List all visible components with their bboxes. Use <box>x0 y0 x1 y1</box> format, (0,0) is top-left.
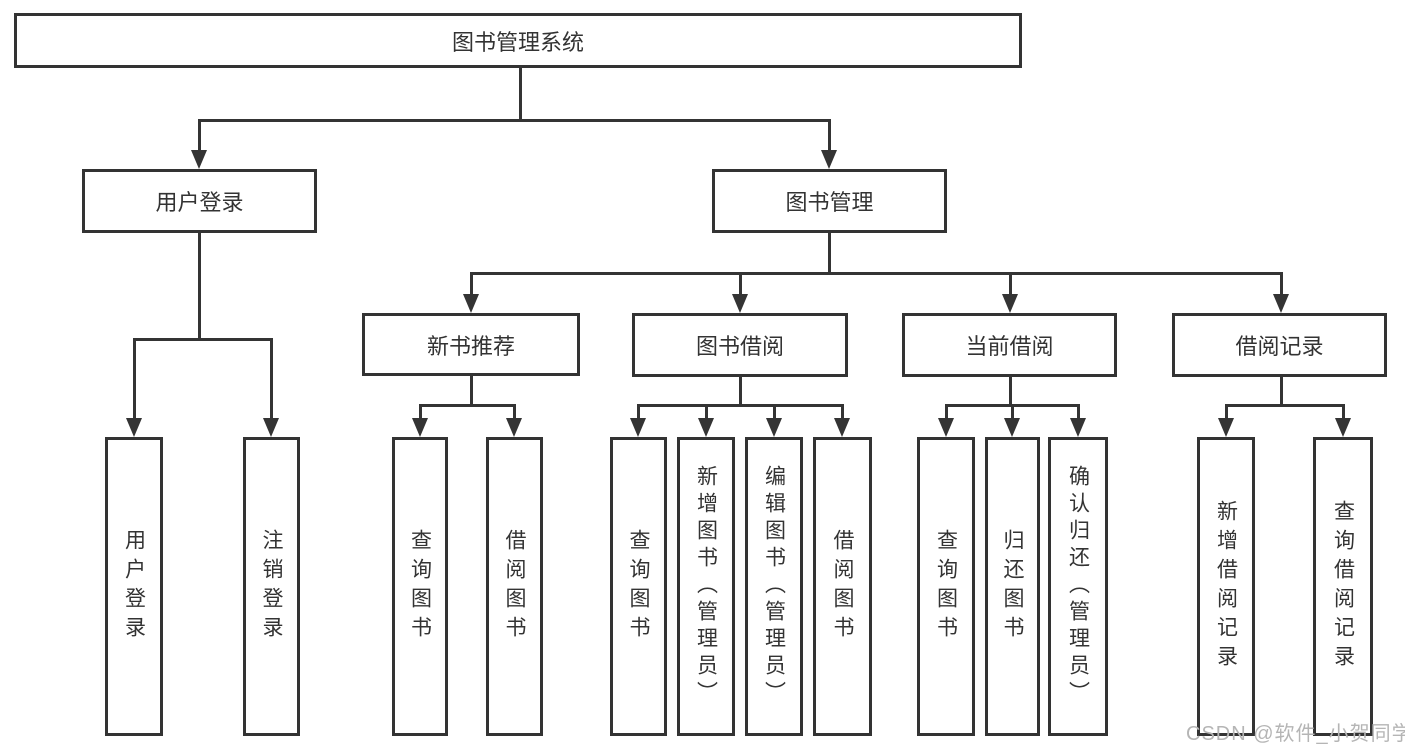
arrow-down-icon <box>412 418 428 437</box>
leaf-label: 新增借阅记录 <box>1214 499 1238 674</box>
connector-line <box>739 374 742 407</box>
leaf-label: 用户登录 <box>122 528 146 645</box>
node-user-login: 用户登录 <box>82 169 317 233</box>
connector-line <box>470 272 473 297</box>
connector-line <box>1009 272 1012 297</box>
connector-line <box>519 66 522 122</box>
node-label: 新书推荐 <box>426 333 515 359</box>
leaf-label: 借阅图书 <box>503 528 526 645</box>
node-current-borrowing: 当前借阅 <box>902 313 1117 377</box>
leaf-confirm-return-admin: 确认归还（管理员） <box>1048 437 1108 736</box>
arrow-down-icon <box>506 418 522 437</box>
connector-line <box>739 272 742 297</box>
node-label: 当前借阅 <box>965 334 1054 359</box>
leaf-recommend-borrow-books: 借阅图书 <box>486 437 543 736</box>
connector-line <box>828 119 831 153</box>
leaf-label: 查询图书 <box>934 528 958 645</box>
arrow-down-icon <box>463 294 479 313</box>
connector-line <box>198 231 201 341</box>
node-book-borrowing: 图书借阅 <box>632 313 848 377</box>
csdn-watermark: CSDN @软件_小贺同学 <box>1186 723 1405 745</box>
connector-line <box>133 338 136 421</box>
arrow-down-icon <box>698 418 714 437</box>
leaf-label: 查询图书 <box>627 528 650 645</box>
arrow-down-icon <box>630 418 646 437</box>
leaf-borrowing-borrow-books: 借阅图书 <box>813 437 872 736</box>
connector-line <box>1342 404 1345 421</box>
leaf-current-query-books: 查询图书 <box>917 437 975 736</box>
node-label: 借阅记录 <box>1235 334 1324 359</box>
connector-line <box>470 374 473 407</box>
arrow-down-icon <box>1002 294 1018 313</box>
node-borrowing-records: 借阅记录 <box>1172 313 1387 377</box>
leaf-label: 确认归还（管理员） <box>1066 465 1090 708</box>
arrow-down-icon <box>766 418 782 437</box>
connector-line <box>1280 374 1283 407</box>
node-label: 用户登录 <box>155 190 244 215</box>
arrow-down-icon <box>263 418 279 437</box>
connector-line <box>637 404 844 407</box>
leaf-label: 归还图书 <box>1001 528 1024 645</box>
node-book-management: 图书管理 <box>712 169 947 233</box>
connector-line <box>705 404 708 421</box>
connector-line <box>1009 374 1012 407</box>
connector-line <box>470 272 1282 275</box>
leaf-label: 编辑图书（管理员） <box>762 465 786 708</box>
leaf-recommend-query-books: 查询图书 <box>392 437 448 736</box>
node-new-book-recommend: 新书推荐 <box>362 313 580 376</box>
connector-line <box>945 404 948 421</box>
connector-line <box>828 231 831 275</box>
arrow-down-icon <box>1004 418 1020 437</box>
leaf-return-books: 归还图书 <box>985 437 1040 736</box>
leaf-borrowing-query-books: 查询图书 <box>610 437 667 736</box>
arrow-down-icon <box>938 418 954 437</box>
arrow-down-icon <box>191 150 207 169</box>
connector-line <box>1077 404 1080 421</box>
connector-line <box>133 338 273 341</box>
connector-line <box>1011 404 1014 421</box>
leaf-label: 查询借阅记录 <box>1331 499 1355 674</box>
connector-line <box>1280 272 1283 297</box>
connector-line <box>637 404 640 421</box>
leaf-label: 新增图书（管理员） <box>694 465 718 708</box>
node-library-management-system: 图书管理系统 <box>14 13 1022 68</box>
leaf-label: 借阅图书 <box>831 528 854 645</box>
node-label: 图书借阅 <box>695 334 784 359</box>
arrow-down-icon <box>1335 418 1351 437</box>
node-label: 图书管理 <box>785 190 874 215</box>
leaf-logout: 注销登录 <box>243 437 300 736</box>
arrow-down-icon <box>126 418 142 437</box>
connector-line <box>1225 404 1228 421</box>
leaf-label: 注销登录 <box>260 528 283 645</box>
leaf-add-books-admin: 新增图书（管理员） <box>677 437 735 736</box>
arrow-down-icon <box>1070 418 1086 437</box>
leaf-label: 查询图书 <box>408 528 432 645</box>
connector-line <box>270 338 273 421</box>
leaf-query-borrow-record: 查询借阅记录 <box>1313 437 1373 736</box>
connector-line <box>1225 404 1345 407</box>
connector-line <box>419 404 516 407</box>
connector-line <box>841 404 844 421</box>
connector-line <box>773 404 776 421</box>
arrow-down-icon <box>732 294 748 313</box>
leaf-edit-books-admin: 编辑图书（管理员） <box>745 437 803 736</box>
connector-line <box>198 119 201 153</box>
connector-line <box>513 404 516 421</box>
connector-line <box>419 404 422 421</box>
arrow-down-icon <box>834 418 850 437</box>
connector-line <box>198 119 831 122</box>
node-label: 图书管理系统 <box>451 29 584 55</box>
arrow-down-icon <box>821 150 837 169</box>
arrow-down-icon <box>1273 294 1289 313</box>
leaf-add-borrow-record: 新增借阅记录 <box>1197 437 1255 736</box>
leaf-user-login: 用户登录 <box>105 437 163 736</box>
arrow-down-icon <box>1218 418 1234 437</box>
